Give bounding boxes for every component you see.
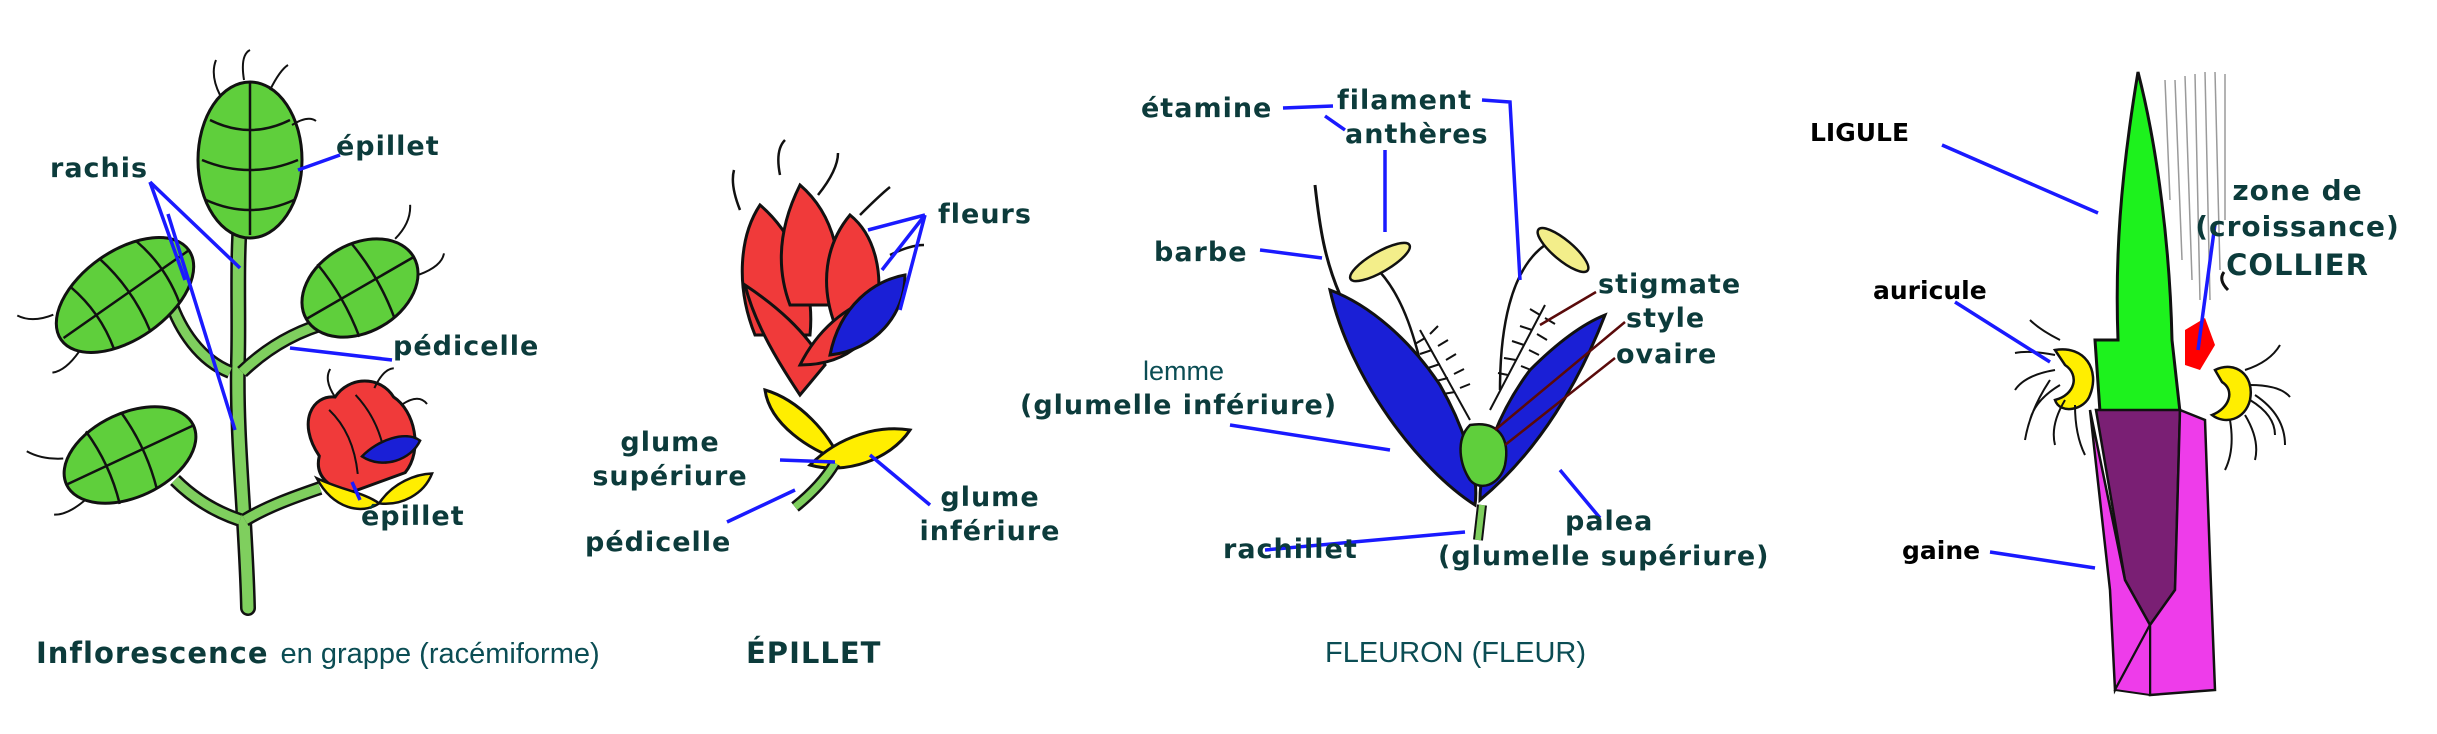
label-gaine: gaine [1902,536,1981,565]
caption-epillet: ÉPILLET [746,636,882,670]
caption-inflorescence-rest: en grappe (racémiforme) [280,638,600,670]
label-fleurs: fleurs [938,199,1032,230]
label-glume-superieure-1: glume [620,427,720,458]
caption-inflorescence-bold: Inflorescence [36,636,269,670]
label-filament: filament [1337,85,1473,116]
epillet-drawing [731,139,925,512]
caption-fleuron: FLEURON (FLEUR) [1325,637,1587,669]
label-barbe: barbe [1154,237,1248,268]
label-etamine: étamine [1141,93,1273,124]
label-rachillet: rachillet [1223,534,1358,565]
label-ovaire: ovaire [1616,339,1718,370]
caption-inflorescence: Inflorescence en grappe (racémiforme) [36,636,600,671]
label-epillet-bottom: épillet [361,501,465,532]
label-epillet-top: épillet [336,131,440,162]
label-auricule: auricule [1873,276,1987,305]
label-collier: COLLIER [2226,248,2369,282]
label-rachis: rachis [50,153,149,184]
label-lemme: lemme [1143,356,1225,386]
label-ligule: LIGULE [1810,118,1910,147]
label-pedicelle: pédicelle [393,331,540,362]
collier-drawing [1941,71,2291,697]
label-lemme-glumelle: (glumelle infériure) [1020,390,1338,421]
inflorescence-drawing [16,49,445,616]
label-zone-de: zone de [2232,174,2363,207]
label-palea: palea [1565,506,1654,537]
fleuron-drawing [1229,98,1626,552]
label-antheres: anthères [1345,119,1489,150]
label-stigmate: stigmate [1598,269,1742,300]
label-glume-superieure-2: supériure [592,461,748,492]
label-glume-inferieure-1: glume [940,482,1040,513]
label-glume-inferieure-2: infériure [919,516,1061,547]
label-croissance: (croissance) [2195,210,2400,243]
label-style: style [1626,303,1706,334]
label-palea-glumelle: (glumelle supériure) [1438,541,1770,572]
label-pedicelle-epillet: pédicelle [585,527,732,558]
